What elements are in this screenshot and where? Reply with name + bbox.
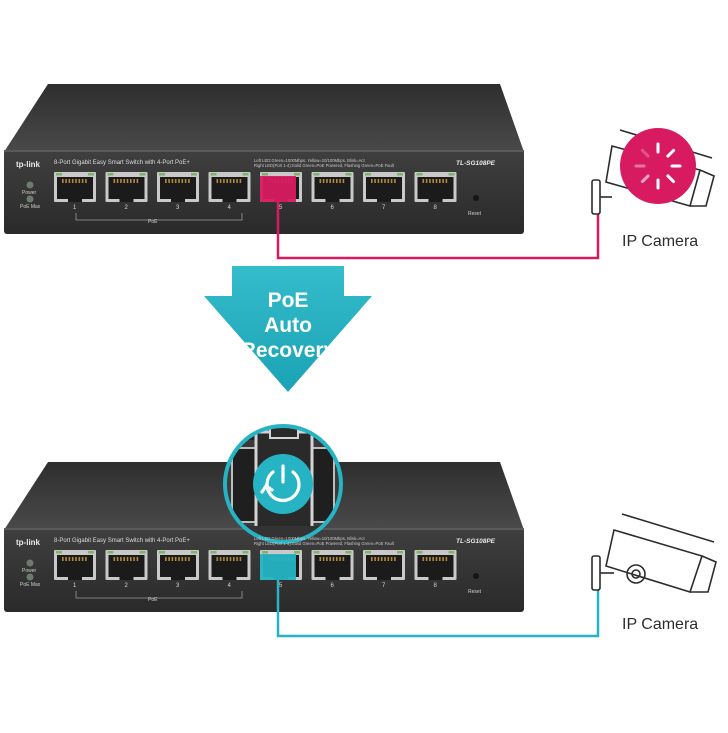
reset-button — [473, 573, 479, 579]
switch-top — [4, 84, 524, 234]
camera-label-top: IP Camera — [622, 233, 699, 250]
port-number-6: 6 — [330, 583, 334, 589]
port-number-8: 8 — [433, 205, 437, 211]
zoom-magnifier — [223, 424, 343, 544]
ethernet-port-1 — [54, 550, 96, 580]
ethernet-port-2 — [105, 172, 148, 202]
power-restart-icon — [260, 464, 301, 503]
brand-logo: tp-link — [16, 538, 40, 547]
port-number-1: 1 — [73, 205, 77, 211]
port-number-8: 8 — [433, 583, 437, 589]
model-number: TL-SG108PE — [456, 160, 496, 167]
fault-indicator — [620, 128, 696, 204]
poe-max-led — [26, 573, 34, 581]
loading-spinner-icon — [634, 142, 682, 190]
led-poe-max-label: PoE Max — [20, 204, 41, 210]
ethernet-port-8 — [414, 172, 457, 202]
led-legend: Left LED:Green=1000Mbps, Yellow=10/100Mb… — [254, 158, 394, 168]
port-number-6: 6 — [330, 205, 334, 211]
ethernet-port-3 — [157, 172, 199, 202]
port-number-3: 3 — [176, 205, 180, 211]
ethernet-port-7 — [363, 172, 405, 202]
port-number-7: 7 — [382, 205, 386, 211]
port-number-2: 2 — [124, 205, 128, 211]
ip-camera-icon — [591, 513, 717, 593]
port-5-highlight — [260, 554, 296, 580]
reset-label: Reset — [468, 211, 482, 217]
poe-max-led — [26, 195, 34, 203]
poe-bracket — [75, 213, 243, 221]
arrow-line-3: Recovery — [240, 339, 336, 362]
ethernet-port-3 — [157, 550, 199, 580]
restart-badge — [253, 454, 313, 514]
port-number-5: 5 — [279, 583, 283, 589]
led-power-label: Power — [22, 568, 37, 574]
port-number-1: 1 — [73, 583, 77, 589]
ethernet-port-6 — [311, 172, 354, 202]
ethernet-port-1 — [54, 172, 96, 202]
led-poe-max-label: PoE Max — [20, 582, 41, 588]
poe-group-label: PoE — [148, 597, 158, 603]
ethernet-port-8 — [414, 550, 457, 580]
ethernet-port-4 — [208, 550, 251, 580]
cable-top — [276, 202, 600, 260]
arrow-line-1: PoE — [267, 289, 309, 312]
port-number-5: 5 — [279, 205, 283, 211]
power-led — [26, 559, 34, 567]
reset-label: Reset — [468, 589, 482, 595]
reset-button — [473, 195, 479, 201]
camera-bottom — [591, 513, 717, 593]
led-power-label: Power — [22, 190, 37, 196]
ethernet-port-4 — [208, 172, 251, 202]
camera-top — [591, 128, 715, 215]
ethernet-port-7 — [363, 550, 405, 580]
port-number-7: 7 — [382, 583, 386, 589]
brand-logo: tp-link — [16, 160, 40, 169]
poe-bracket — [75, 591, 243, 599]
port-number-4: 4 — [227, 205, 231, 211]
port-5-highlight — [260, 176, 296, 202]
arrow-line-2: Auto — [264, 314, 312, 337]
cable-bottom — [276, 580, 600, 638]
ethernet-port-2 — [105, 550, 148, 580]
led-legend: Left LED:Green=1000Mbps, Yellow=10/100Mb… — [254, 536, 394, 546]
poe-auto-recovery-arrow — [204, 266, 372, 392]
switch-title: 8-Port Gigabit Easy Smart Switch with 4-… — [54, 160, 190, 166]
port-number-3: 3 — [176, 583, 180, 589]
ethernet-port-6 — [311, 550, 354, 580]
port-number-2: 2 — [124, 583, 128, 589]
port-number-4: 4 — [227, 583, 231, 589]
model-number: TL-SG108PE — [456, 538, 496, 545]
poe-group-label: PoE — [148, 219, 158, 225]
power-led — [26, 181, 34, 189]
switch-title: 8-Port Gigabit Easy Smart Switch with 4-… — [54, 538, 190, 544]
arrow-label: PoE Auto Recovery — [210, 288, 366, 363]
camera-label-bottom: IP Camera — [622, 616, 699, 633]
